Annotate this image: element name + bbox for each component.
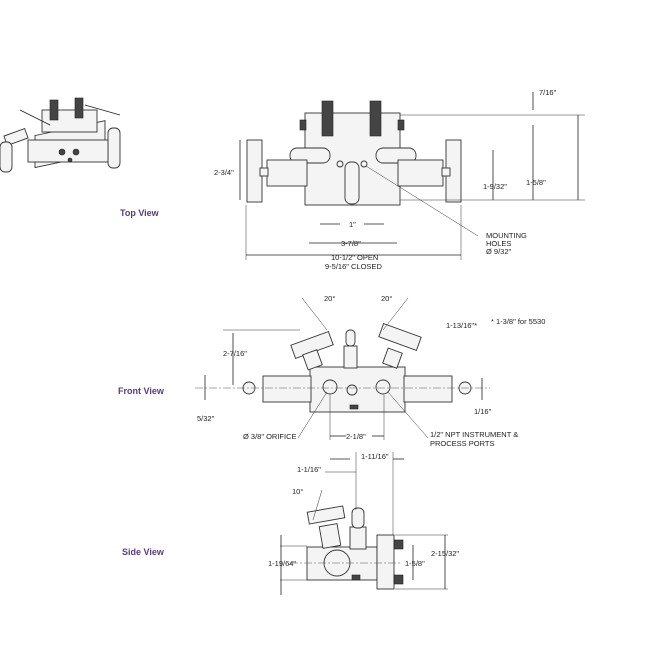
- dim-7-16: 7/16": [539, 88, 557, 97]
- dim-5-32: 5/32": [197, 414, 215, 423]
- callout-mounting: MOUNTING: [486, 231, 527, 240]
- dim-2-1-8: 2-1/8": [346, 432, 366, 441]
- side-view-label: Side View: [122, 547, 165, 557]
- dim-1: 1": [349, 220, 356, 229]
- dim-1-5-8: 1-5/8": [526, 178, 546, 187]
- dim-1-11-16: 1-11/16": [361, 452, 389, 461]
- dim-angle-left: 20°: [324, 294, 335, 303]
- dim-closed: 9-5/16" CLOSED: [325, 262, 382, 271]
- dim-2-7-16: 2-7/16": [223, 349, 247, 358]
- dim-1-16: 1/16": [474, 407, 492, 416]
- front-view-drawing: 20° 20° 1-13/16"* * 1-3/8" for 5530 2-7/…: [195, 294, 545, 448]
- dim-1-1-16: 1-1/16": [297, 465, 321, 474]
- top-view-label: Top View: [120, 208, 160, 218]
- top-view-drawing: 7/16" 2-3/4" 1-9/32" 1-5/8" 1" 3-7/8" 10…: [214, 88, 585, 271]
- ports-callout-line1: 1/2" NPT INSTRUMENT &: [430, 430, 518, 439]
- front-view-label: Front View: [118, 386, 165, 396]
- isometric-thumbnail: [0, 97, 121, 173]
- dim-side-1-5-8: 1-5/8": [405, 559, 425, 568]
- dim-10-deg: 10°: [292, 487, 303, 496]
- orifice-callout: Ø 3/8" ORIFICE: [243, 432, 297, 441]
- dim-2-3-4: 2-3/4": [214, 168, 234, 177]
- dim-1-13-16: 1-13/16"*: [446, 321, 477, 330]
- dim-3-7-8: 3-7/8": [341, 239, 361, 248]
- ports-callout-line2: PROCESS PORTS: [430, 439, 494, 448]
- dim-open: 10-1/2" OPEN: [331, 253, 378, 262]
- callout-holes: HOLES: [486, 239, 511, 248]
- dim-1-9-32: 1-9/32": [483, 182, 507, 191]
- dim-2-15-32: 2-15/32": [431, 549, 459, 558]
- callout-diameter: Ø 9/32": [486, 247, 512, 256]
- note-5530: * 1-3/8" for 5530: [491, 317, 545, 326]
- dim-angle-right: 20°: [381, 294, 392, 303]
- dim-1-19-64: 1-19/64": [268, 559, 296, 568]
- side-view-drawing: 1-11/16" 1-1/16" 10° 1-19/64" 1-5/8" 2-1…: [268, 452, 459, 595]
